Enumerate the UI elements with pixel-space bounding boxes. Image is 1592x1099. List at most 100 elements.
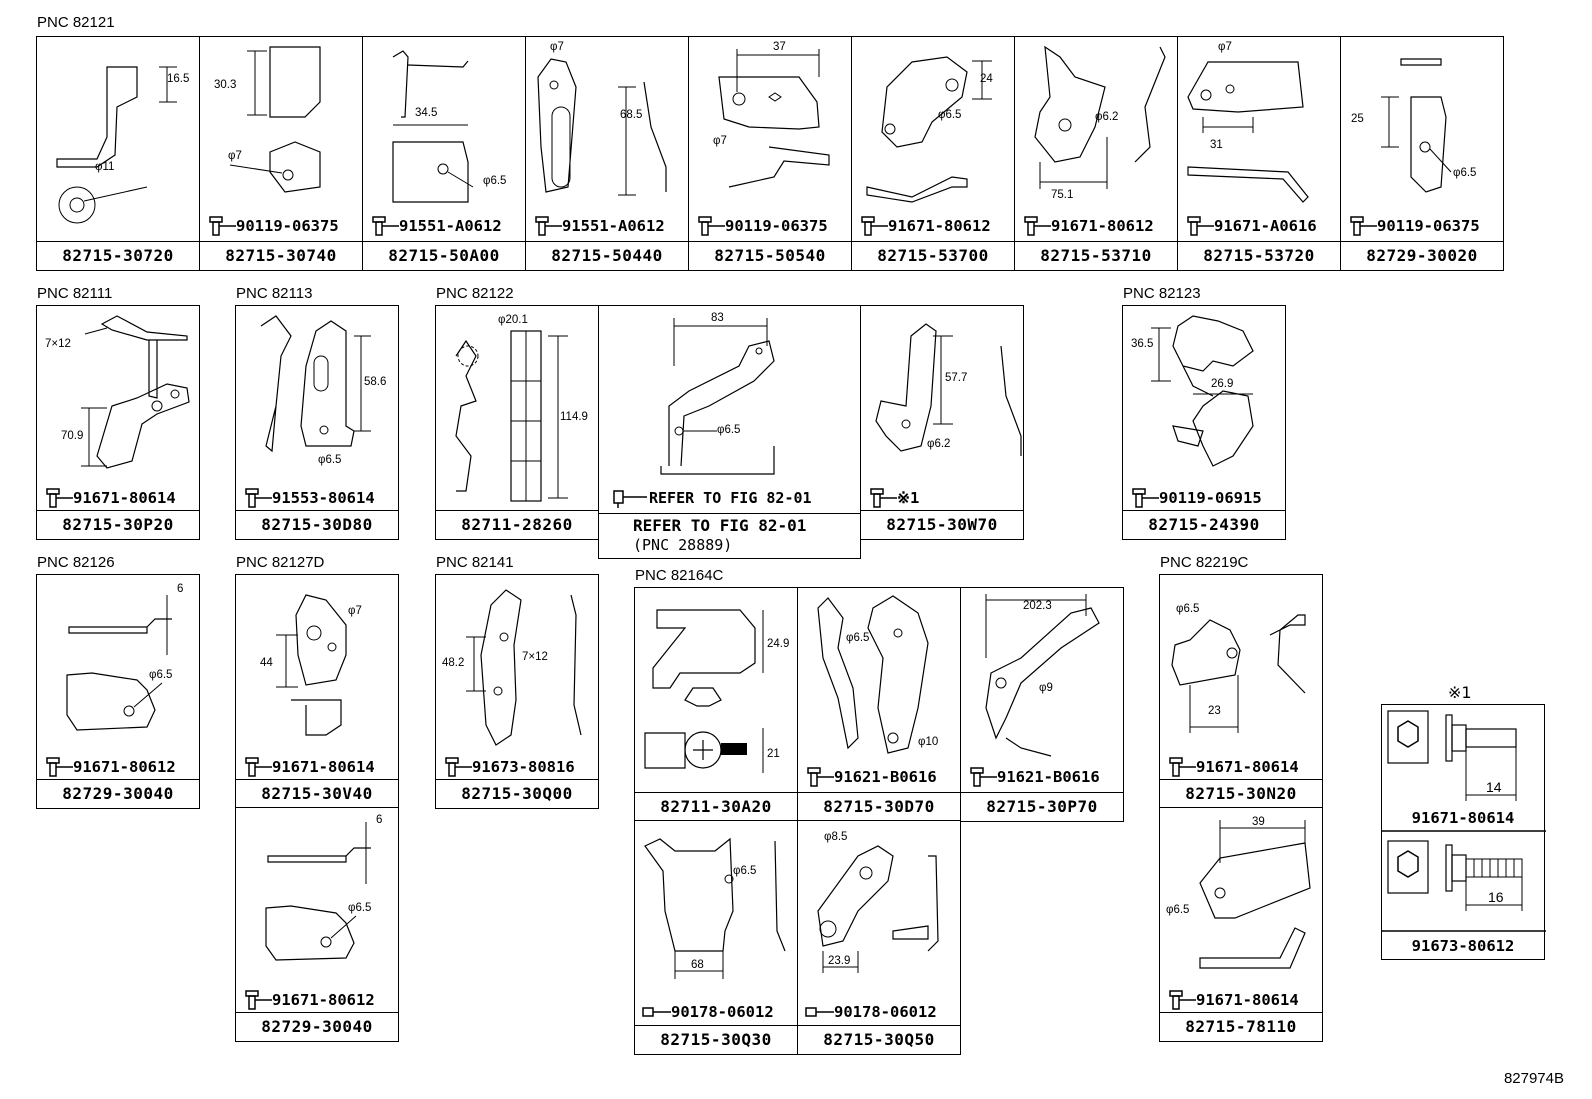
bolt-part-number: 91671-80612 <box>272 991 375 1009</box>
part-pnc-reference: (PNC 28889) <box>633 536 733 554</box>
dimension-label: φ6.5 <box>733 865 757 877</box>
bolt-part-number: 91671-A0616 <box>1214 217 1317 235</box>
dimension-label: 6 <box>177 583 184 595</box>
part-cell-82127d-a[interactable]: φ7 44 91671-80614 82715-30V40 <box>235 574 399 809</box>
dimension-label: 6 <box>376 814 383 826</box>
pnc-label: PNC 82113 <box>236 285 313 302</box>
hardware-drawing <box>1382 710 1546 932</box>
dimension-label: 202.3 <box>1023 600 1052 612</box>
part-cell-82164c-b[interactable]: φ6.5 φ10 91621-B0616 82715-30D70 <box>797 587 961 822</box>
hardware-part-number: 91673-80612 <box>1411 937 1515 955</box>
part-cell-82127d-b[interactable]: 6 φ6.5 91671-80612 82729-30040 <box>235 807 399 1042</box>
part-number: 82715-30720 <box>37 241 199 270</box>
dimension-label: 23.9 <box>828 955 851 967</box>
bolt-part-number: 90119-06375 <box>236 217 339 235</box>
bolt-icon <box>46 488 73 508</box>
bracket-drawing <box>660 318 775 475</box>
part-number: 82729-30040 <box>37 779 199 808</box>
bolt-part-number: 91671-80612 <box>1051 217 1154 235</box>
bracket-drawing <box>455 330 568 502</box>
dimension-label: 68.5 <box>620 109 643 121</box>
dimension-label: 75.1 <box>1051 189 1074 201</box>
part-number: 82715-30Q00 <box>436 779 598 808</box>
part-cell-82219c-b[interactable]: 39 φ6.5 91671-80614 82715-78110 <box>1159 807 1323 1042</box>
dimension-label: φ7 <box>228 150 242 162</box>
part-number: 82715-78110 <box>1160 1012 1322 1041</box>
part-cell-82123[interactable]: 36.5 26.9 90119-06915 82715-24390 <box>1122 305 1286 540</box>
part-number: 82715-53720 <box>1178 241 1340 270</box>
dimension-label: 30.3 <box>214 79 237 91</box>
dimension-label: φ6.5 <box>1166 904 1190 916</box>
part-number: 82715-30W70 <box>861 510 1023 539</box>
bolt-part-number: 90119-06915 <box>1159 489 1262 507</box>
dimension-label: φ6.5 <box>483 175 507 187</box>
bolt-part-number: 91553-80614 <box>272 489 375 507</box>
bracket-drawing <box>276 594 347 736</box>
part-number: 82715-30D70 <box>798 792 960 821</box>
dimension-label: 34.5 <box>415 107 438 119</box>
bolt-icon <box>1024 216 1051 236</box>
bolt-icon <box>805 1007 834 1017</box>
part-number: 82711-30A20 <box>635 792 797 821</box>
bracket-drawing <box>866 56 992 203</box>
bolt-icon <box>1187 216 1214 236</box>
dimension-label: 48.2 <box>442 657 465 669</box>
dimension-label: φ9 <box>1039 682 1053 694</box>
bolt-icon <box>642 1007 671 1017</box>
part-cell-82122-a[interactable]: φ20.1 114.9 82711-28260 <box>435 305 599 540</box>
pnc-label: PNC 82164C <box>635 567 724 584</box>
dimension-label: 114.9 <box>560 411 588 423</box>
dimension-label: φ6.5 <box>846 632 870 644</box>
part-cell-82121-7[interactable]: φ6.2 75.1 91671-80612 82715-53710 <box>1014 36 1178 271</box>
part-cell-82164c-e[interactable]: φ8.5 23.9 90178-06012 82715-30Q50 <box>797 820 961 1055</box>
bracket-drawing <box>537 58 667 196</box>
bolt-icon <box>1169 757 1196 777</box>
bracket-drawing <box>81 315 190 469</box>
part-cell-82122-b[interactable]: 83 φ6.5 REFER TO FIG 82-01 REFER TO FIG … <box>598 305 861 559</box>
dimension-label: φ6.2 <box>927 438 951 450</box>
part-cell-82164c-c[interactable]: 202.3 φ9 91621-B0616 82715-30P70 <box>960 587 1124 822</box>
part-number: 82729-30020 <box>1341 241 1503 270</box>
part-number: 82715-50540 <box>689 241 851 270</box>
dimension-label: φ7 <box>348 605 362 617</box>
part-cell-82164c-a[interactable]: 24.9 21 82711-30A20 <box>634 587 798 822</box>
hardware-mark: ※1 <box>1448 683 1472 702</box>
part-number: 82715-53710 <box>1015 241 1177 270</box>
part-number: 82711-28260 <box>436 510 598 539</box>
bracket-drawing <box>1151 315 1254 467</box>
bolt-part-number: 91671-80614 <box>272 758 375 776</box>
bracket-drawing <box>260 315 371 453</box>
bracket-drawing <box>644 609 764 773</box>
bolt-part-number: 91671-80614 <box>1196 758 1299 776</box>
dimension-label: 44 <box>260 657 273 669</box>
bolt-part-number: 91621-B0616 <box>834 768 937 786</box>
part-cell-82113[interactable]: 58.6 φ6.5 91553-80614 82715-30D80 <box>235 305 399 540</box>
refer-text: REFER TO FIG 82-01 <box>649 489 812 507</box>
part-cell-82122-c[interactable]: 57.7 φ6.2 ※1 82715-30W70 <box>860 305 1024 540</box>
dimension-label: 7×12 <box>45 338 71 350</box>
part-cell-82111[interactable]: 7×12 70.9 91671-80614 82715-30P20 <box>36 305 200 540</box>
dimension-label: φ6.2 <box>1095 111 1119 123</box>
dimension-label: φ20.1 <box>498 314 528 326</box>
part-number: 82715-30D80 <box>236 510 398 539</box>
bracket-drawing <box>265 822 371 961</box>
dimension-label: 14 <box>1486 779 1502 795</box>
part-number: 82715-50440 <box>526 241 688 270</box>
dimension-label: 16 <box>1488 889 1504 905</box>
bolt-part-number: 90178-06012 <box>834 1003 937 1021</box>
part-cell-82219c-a[interactable]: φ6.5 23 91671-80614 82715-30N20 <box>1159 574 1323 809</box>
pnc-label: PNC 82122 <box>436 285 514 302</box>
part-cell-82141[interactable]: 48.2 7×12 91673-80816 82715-30Q00 <box>435 574 599 809</box>
part-cell-82164c-d[interactable]: φ6.5 68 90178-06012 82715-30Q30 <box>634 820 798 1055</box>
dimension-label: 57.7 <box>945 372 968 384</box>
part-cell-82126[interactable]: 6 φ6.5 91671-80612 82729-30040 <box>36 574 200 809</box>
bolt-icon <box>46 757 73 777</box>
